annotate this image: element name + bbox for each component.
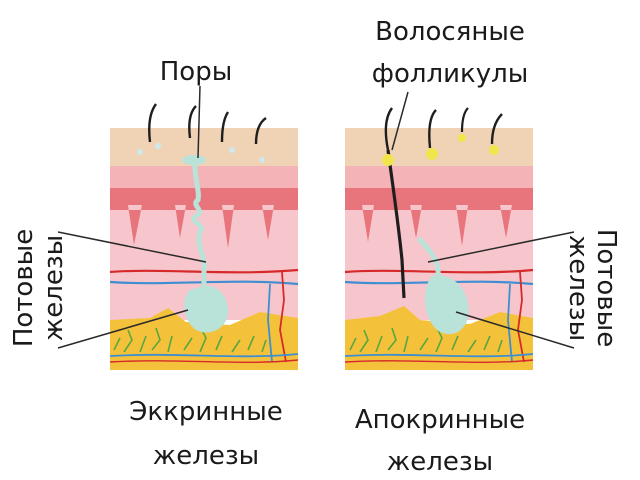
hair-2 xyxy=(188,105,197,139)
sweat-glands-left-line2: железы xyxy=(39,235,69,341)
dermis-light xyxy=(110,205,298,290)
nerve-network xyxy=(113,327,267,353)
pores-label: Поры xyxy=(160,57,233,87)
eccrine-label-line2: железы xyxy=(153,441,259,471)
apocrine-gland xyxy=(425,275,469,335)
pore-dot xyxy=(259,157,265,163)
follicle-opening xyxy=(426,148,438,160)
vein-line xyxy=(109,280,299,286)
dermis-papillae xyxy=(110,205,298,248)
hair-follicles-label-line1: Волосяные xyxy=(375,17,525,47)
hair-4 xyxy=(490,113,503,145)
artery-vertical xyxy=(517,271,525,363)
sweat-right-pointer-1 xyxy=(427,231,575,263)
apocrine-duct xyxy=(417,237,441,281)
sweat-glands-right-line2: железы xyxy=(563,235,593,341)
epidermis-pink-band xyxy=(345,166,533,192)
artery-vertical xyxy=(279,271,287,363)
pore-dot xyxy=(137,149,143,155)
dermis-papillae xyxy=(345,205,533,246)
dermis-light xyxy=(345,205,533,290)
deep-artery xyxy=(109,359,299,364)
sweat-glands-left-line1: Потовые xyxy=(9,229,39,347)
deep-vessel xyxy=(109,353,299,358)
dermis-red-band xyxy=(110,188,298,210)
hair-main xyxy=(384,107,393,151)
pore-dot xyxy=(229,147,235,153)
eccrine-skin-block xyxy=(109,103,299,370)
vein-vertical xyxy=(507,283,513,363)
eccrine-duct xyxy=(191,157,207,293)
follicle-opening xyxy=(489,145,499,155)
eccrine-gland-coil xyxy=(184,285,229,333)
follicle-opening xyxy=(458,134,466,142)
epidermis-pink-band xyxy=(110,166,298,192)
pore-dot xyxy=(155,143,161,149)
hair-follicles-label-line2: фолликулы xyxy=(372,59,529,89)
dermis-red-band xyxy=(345,188,533,210)
subcutaneous-fat xyxy=(345,306,533,370)
vein-vertical xyxy=(267,283,273,363)
apocrine-skin-block xyxy=(344,107,534,370)
apocrine-label-line2: железы xyxy=(387,447,493,477)
nerve-network xyxy=(349,327,503,353)
sweat-left-pointer-2 xyxy=(57,309,189,349)
eccrine-pore xyxy=(182,155,206,165)
hair-3 xyxy=(220,111,230,143)
hair-4 xyxy=(254,117,267,145)
apocrine-label-line1: Апокринные xyxy=(355,405,525,435)
artery-line xyxy=(109,268,299,274)
hair-1 xyxy=(148,103,157,143)
deep-artery xyxy=(344,359,534,364)
pointer-lines xyxy=(57,85,575,349)
epidermis-top xyxy=(345,128,533,168)
hair-3 xyxy=(460,107,469,133)
eccrine-label-line1: Эккринные xyxy=(129,397,283,427)
pores-pointer xyxy=(197,85,201,159)
hair-2 xyxy=(428,109,437,149)
sweat-right-pointer-2 xyxy=(455,311,575,349)
deep-vessel xyxy=(344,353,534,358)
sweat-glands-right-line1: Потовые xyxy=(591,229,621,347)
follicle-opening xyxy=(382,154,394,166)
follicle-pointer xyxy=(391,91,409,151)
sweat-left-pointer-1 xyxy=(57,231,207,263)
